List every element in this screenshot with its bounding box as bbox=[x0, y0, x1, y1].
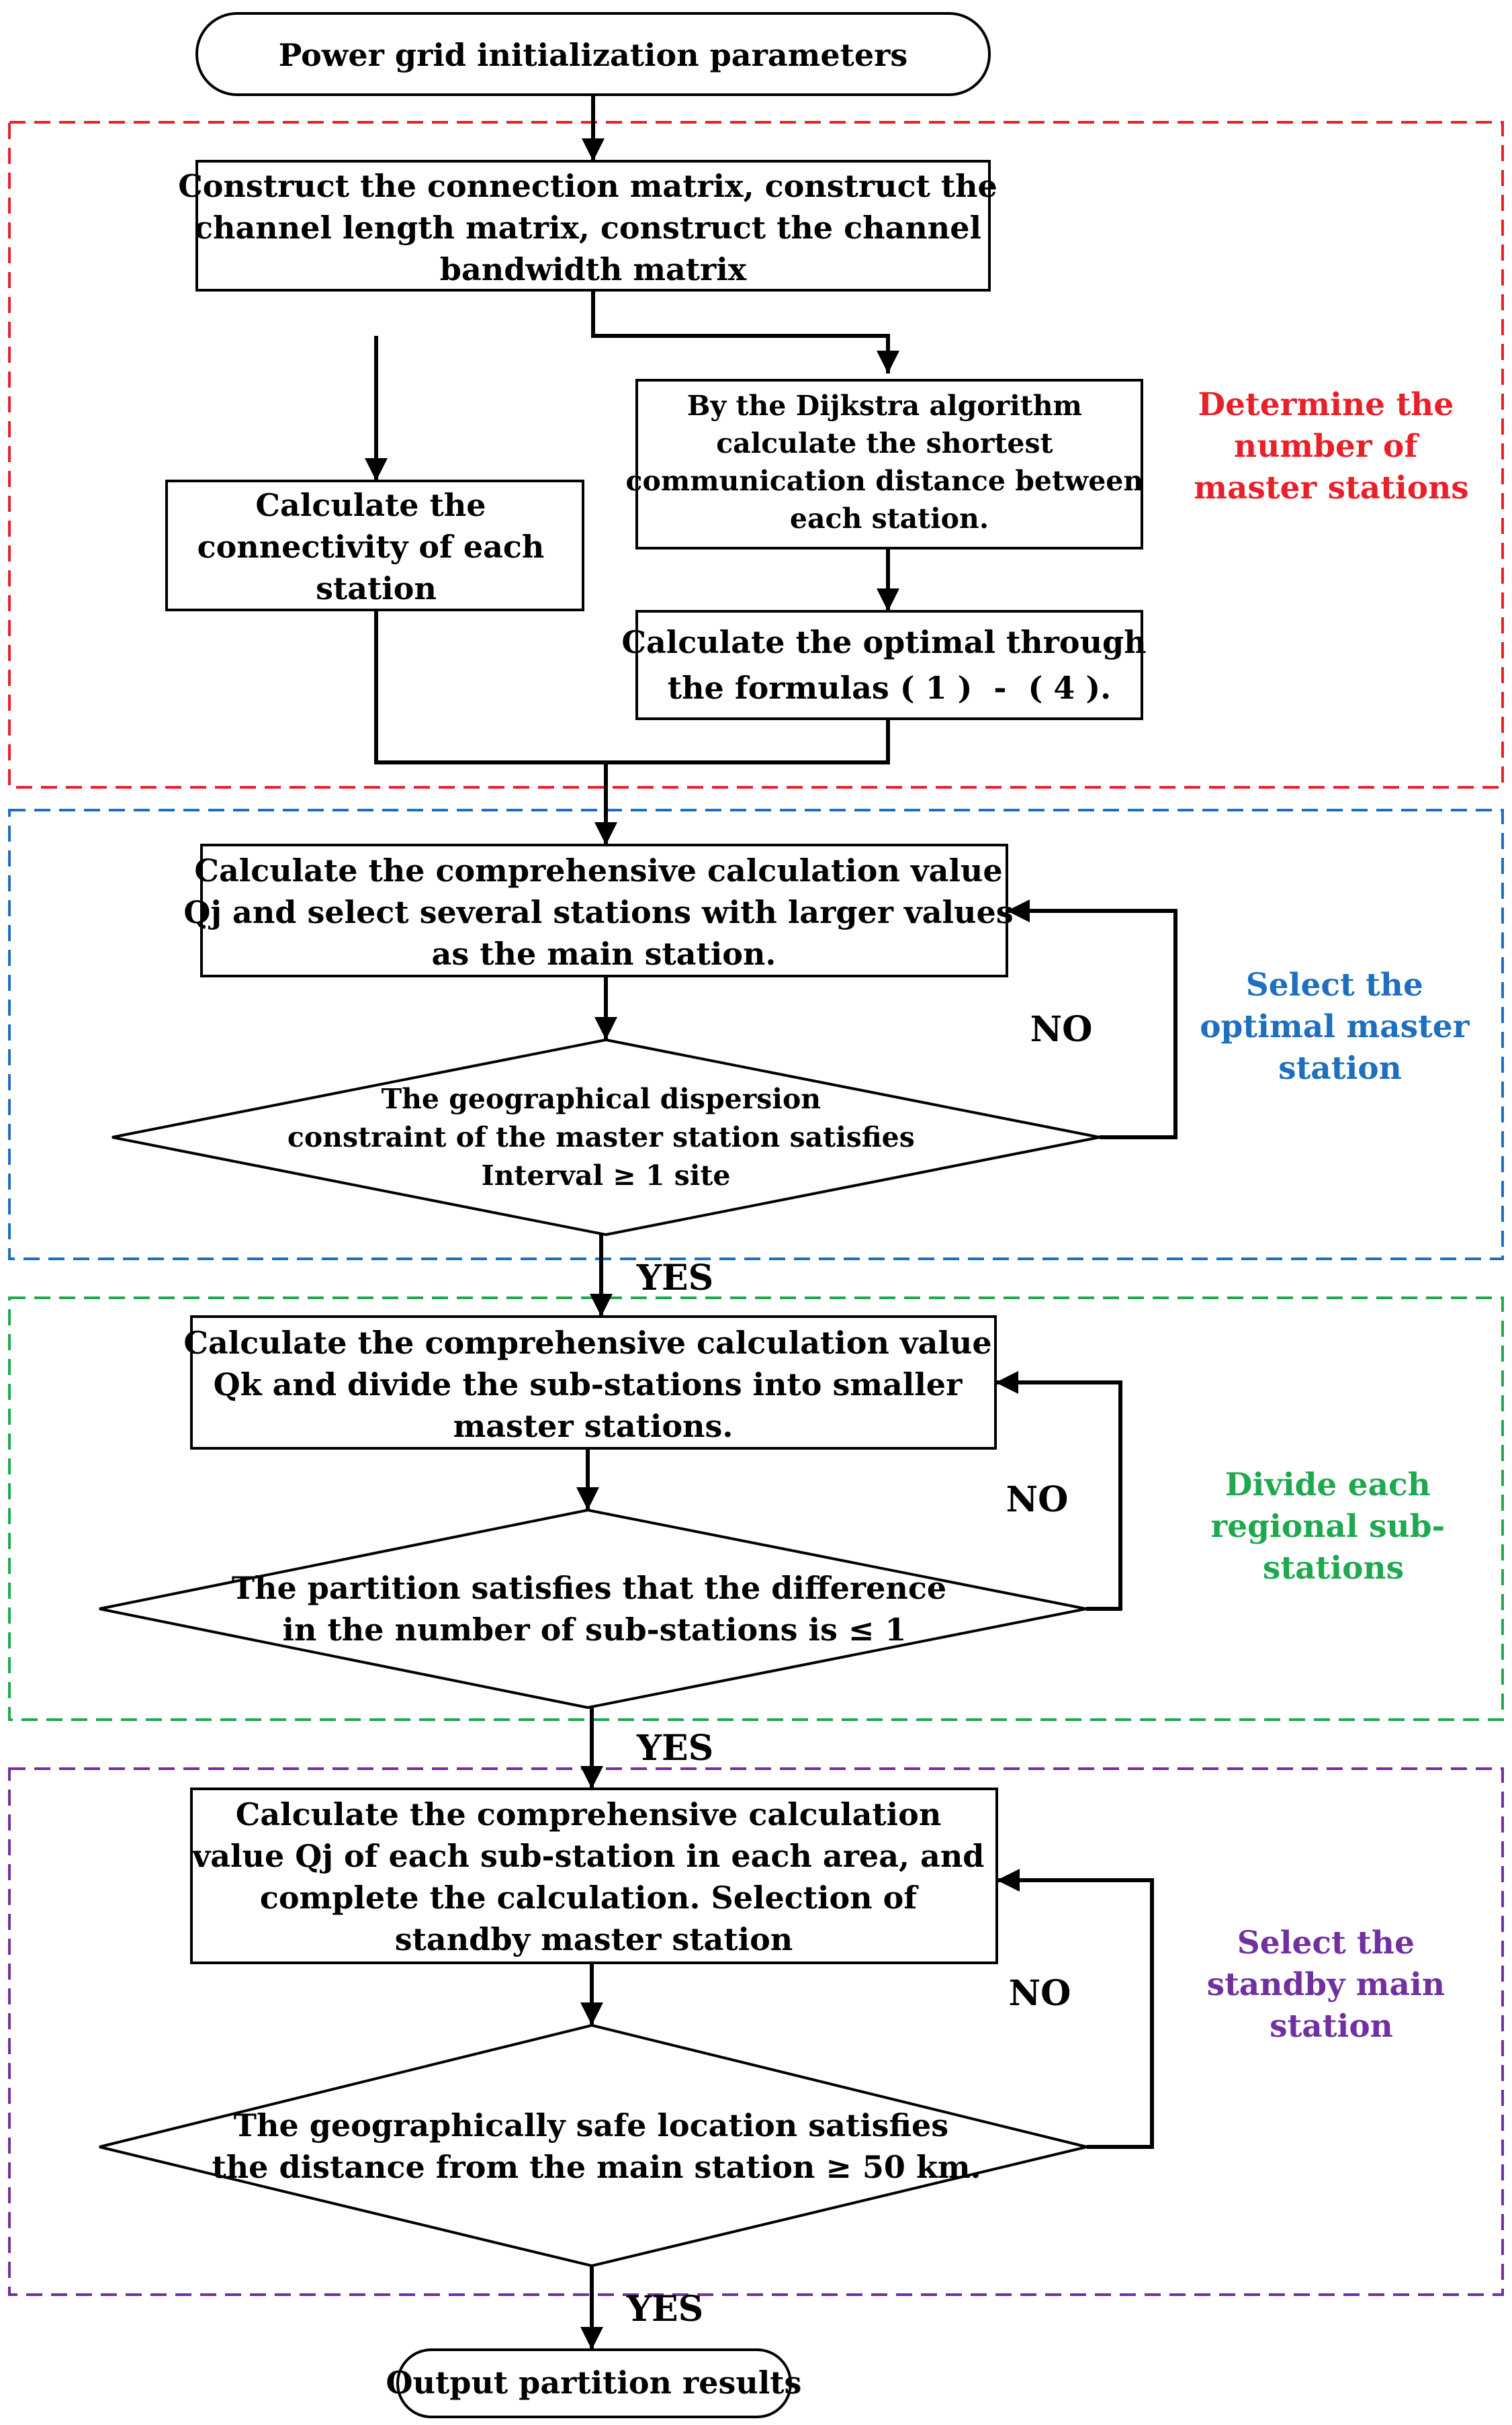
region-divide-sub-stations bbox=[8, 1296, 1504, 1721]
qk-box bbox=[190, 1315, 997, 1450]
region-label-master-count: Determine the number of master stations bbox=[1194, 386, 1469, 506]
start-text: Power grid initialization parameters bbox=[279, 37, 907, 73]
partition-decision bbox=[99, 1508, 1087, 1710]
no-label-partition: NO bbox=[1006, 1479, 1069, 1520]
start-terminator bbox=[195, 12, 991, 96]
region-select-standby bbox=[8, 1767, 1504, 2296]
qj-sub-text: Calculate the comprehensive calculation … bbox=[192, 1796, 995, 1957]
no-label-dispersion: NO bbox=[1030, 1009, 1093, 1050]
end-text: Output partition results bbox=[386, 2365, 802, 2401]
yes-label-safe: YES bbox=[626, 2289, 703, 2330]
safe-location-text: The geographically safe location satisfi… bbox=[212, 2107, 981, 2185]
region-label-optimal-master: Select the optimal master station bbox=[1200, 967, 1480, 1087]
qj-main-text: Calculate the comprehensive calculation … bbox=[183, 852, 1024, 972]
region-determine-master-count bbox=[8, 121, 1504, 789]
region-select-optimal-master bbox=[8, 809, 1504, 1260]
safe-location-decision bbox=[99, 2023, 1087, 2268]
qj-main-box bbox=[200, 844, 1008, 977]
loop-no-dispersion bbox=[1007, 899, 1177, 1139]
loop-no-partition bbox=[995, 1371, 1122, 1611]
construct-matrix-box bbox=[195, 160, 991, 292]
optimal-formula-text: Calculate the optimal through the formul… bbox=[621, 624, 1157, 706]
qj-sub-box bbox=[190, 1788, 998, 1964]
connectivity-box bbox=[165, 480, 584, 611]
loop-no-safe bbox=[997, 1869, 1154, 2149]
yes-label-partition: YES bbox=[636, 1728, 713, 1769]
end-terminator bbox=[396, 2348, 792, 2418]
region-label-standby: Select the standby main station bbox=[1207, 1925, 1456, 2045]
dispersion-decision bbox=[112, 1038, 1100, 1237]
line-connectivity-merge bbox=[374, 610, 890, 764]
dijkstra-text: By the Dijkstra algorithm calculate the … bbox=[626, 390, 1153, 535]
qk-text: Calculate the comprehensive calculation … bbox=[183, 1325, 1002, 1444]
line-construct-split bbox=[591, 290, 899, 373]
region-label-divide: Divide each regional sub- stations bbox=[1211, 1466, 1456, 1587]
construct-text: Construct the connection matrix, constru… bbox=[178, 168, 1008, 288]
partition-text: The partition satisfies that the differe… bbox=[232, 1570, 957, 1648]
connectivity-text: Calculate the connectivity of each stati… bbox=[197, 487, 555, 607]
no-label-safe: NO bbox=[1009, 1973, 1071, 2014]
dijkstra-box bbox=[635, 379, 1143, 549]
yes-label-dispersion: YES bbox=[636, 1258, 713, 1298]
optimal-formula-box bbox=[635, 610, 1143, 720]
dispersion-text: The geographical dispersion constraint o… bbox=[287, 1083, 924, 1192]
